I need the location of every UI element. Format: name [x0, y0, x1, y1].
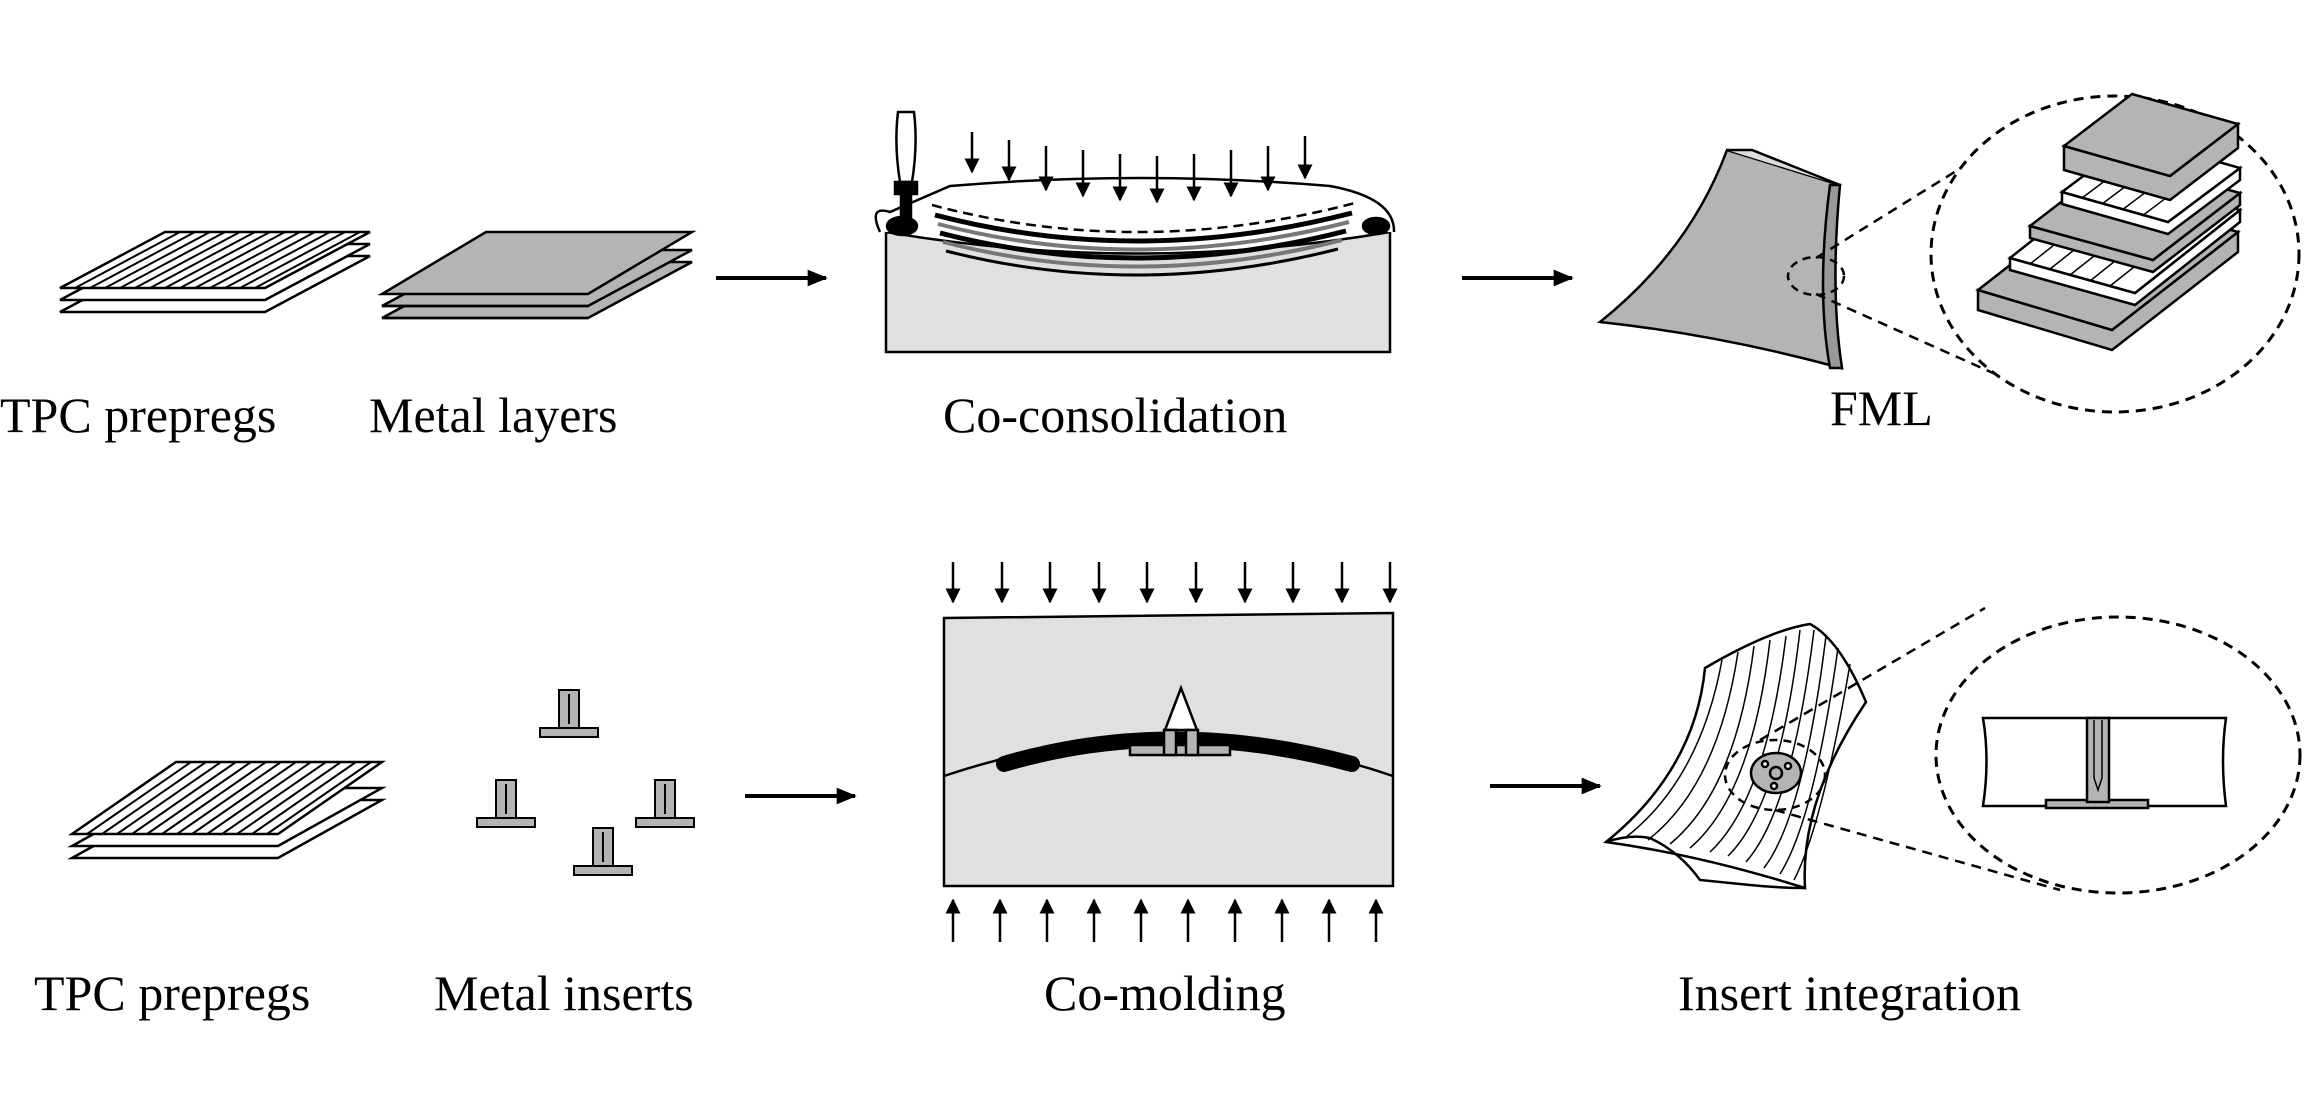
metal-inserts-icon [476, 689, 695, 876]
pressure-arrows-icon [945, 562, 1398, 942]
fml-layer-stack-zoom-icon [1975, 92, 2243, 352]
label-metal-layers: Metal layers [369, 387, 618, 443]
label-co-molding: Co-molding [1044, 965, 1286, 1021]
tpc-prepregs-stack-icon [59, 230, 371, 314]
label-insert-integration: Insert integration [1678, 965, 2021, 1021]
pressure-arrows-icon [964, 132, 1313, 204]
insert-cross-section-zoom-icon [1981, 716, 2228, 810]
tpc-prepregs-stack-icon [67, 760, 387, 860]
co-consolidation-tooling-icon [874, 110, 1396, 354]
label-tpc-prepregs: TPC prepregs [34, 965, 310, 1021]
label-co-consolidation: Co-consolidation [943, 387, 1287, 443]
co-molding-tooling-icon [942, 611, 1395, 888]
label-metal-inserts: Metal inserts [434, 965, 694, 1021]
label-fml: FML [1830, 380, 1933, 436]
label-tpc-prepregs: TPC prepregs [0, 387, 276, 443]
metal-layers-stack-icon [377, 230, 697, 320]
